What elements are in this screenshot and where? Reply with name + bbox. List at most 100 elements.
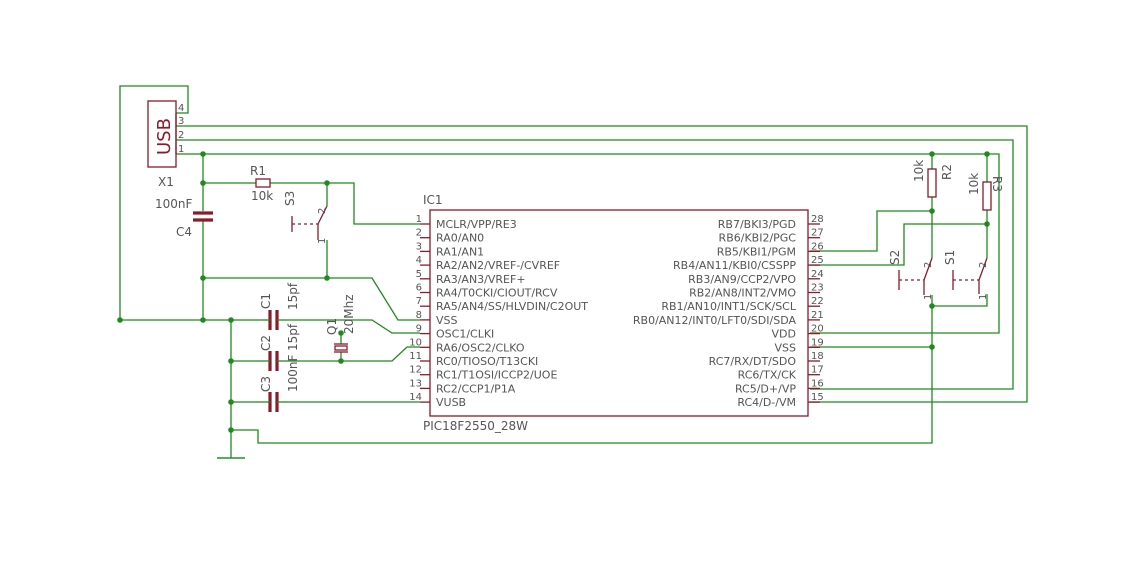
c1-ref: C1 bbox=[259, 293, 273, 309]
ic-pin-number: 21 bbox=[811, 310, 824, 321]
junction-dot bbox=[324, 180, 330, 186]
usb-label: USB bbox=[154, 118, 175, 155]
junction-dot bbox=[338, 330, 344, 336]
ic-pin-label: RB1/AN10/INT1/SCK/SCL bbox=[661, 300, 796, 313]
ic-pin-number: 20 bbox=[811, 324, 824, 335]
ic-pin-label: VUSB bbox=[436, 396, 466, 409]
ic-pin-label: RB4/AN11/KBI0/CSSPP bbox=[673, 259, 796, 272]
ic-pin-label: RA5/AN4/SS/HLVDIN/C2OUT bbox=[436, 300, 588, 313]
junction-dot bbox=[929, 208, 935, 214]
usb-pin-4: 4 bbox=[178, 103, 184, 114]
wire-rb4 bbox=[810, 223, 987, 266]
junctions bbox=[117, 151, 990, 433]
junction-dot bbox=[338, 358, 344, 364]
ic-pin-number: 1 bbox=[416, 214, 422, 225]
wire-usb-dplus bbox=[176, 139, 1014, 390]
ic-pin-label: OSC1/CLKI bbox=[436, 328, 494, 341]
junction-dot bbox=[200, 151, 206, 157]
ic-pin-number: 8 bbox=[416, 310, 422, 321]
s2-pin-2: 2 bbox=[923, 262, 934, 268]
s3-pin-1: 1 bbox=[317, 238, 328, 244]
ic-pin-label: RA4/T0CKI/CIOUT/RCV bbox=[436, 287, 558, 300]
wires bbox=[119, 85, 1028, 459]
ic-pin-number: 15 bbox=[811, 392, 824, 403]
q1-value: 20Mhz bbox=[342, 294, 356, 334]
ic-pin-number: 12 bbox=[409, 365, 422, 376]
junction-dot bbox=[200, 275, 206, 281]
ic-pin-label: RC0/TIOSO/T13CKI bbox=[436, 355, 538, 368]
ic-pin-number: 14 bbox=[409, 392, 422, 403]
ic-part-number: PIC18F2550_28W bbox=[423, 419, 528, 433]
ic-pin-number: 7 bbox=[416, 296, 422, 307]
ic-pin-number: 24 bbox=[811, 269, 824, 280]
c1-value: 15pf bbox=[286, 282, 300, 310]
ic-pin-label: RA2/AN2/VREF-/CVREF bbox=[436, 259, 560, 272]
ic-pin-label: VSS bbox=[436, 314, 458, 327]
ic-pin-label: RC1/T1OSI/ICCP2/UOE bbox=[436, 369, 557, 382]
usb-pin-1: 1 bbox=[178, 144, 184, 155]
q1-ref: Q1 bbox=[325, 318, 339, 335]
ic-pin-number: 23 bbox=[811, 283, 824, 294]
ic-pin-label: MCLR/VPP/RE3 bbox=[436, 218, 517, 231]
capacitor-c4: 100nF C4 bbox=[155, 197, 213, 239]
junction-dot bbox=[117, 317, 123, 323]
s3-ref: S3 bbox=[283, 191, 297, 206]
ic-pin-label: RB6/KBI2/PGC bbox=[719, 232, 797, 245]
ic-pin-label: RC7/RX/DT/SDO bbox=[709, 355, 797, 368]
junction-dot bbox=[929, 303, 935, 309]
s2-ref: S2 bbox=[888, 250, 902, 265]
switch-s2: S2 2 1 bbox=[888, 250, 934, 300]
switch-s1: S1 2 1 bbox=[943, 250, 989, 300]
wire-usb-dminus bbox=[176, 125, 1028, 403]
ic-pin-number: 3 bbox=[416, 241, 422, 252]
ic-pin-number: 19 bbox=[811, 337, 824, 348]
junction-dot bbox=[228, 427, 234, 433]
ic-pin-number: 11 bbox=[409, 351, 422, 362]
ic-pin-number: 27 bbox=[811, 228, 824, 239]
r1-ref: R1 bbox=[250, 164, 266, 178]
junction-dot bbox=[929, 344, 935, 350]
s3-pin-2: 2 bbox=[317, 208, 328, 214]
ic-pin-label: VDD bbox=[772, 328, 796, 341]
resistor-r2: 10k R2 bbox=[912, 160, 954, 198]
r1-value: 10k bbox=[251, 189, 273, 203]
r2-ref: R2 bbox=[940, 164, 954, 180]
junction-dot bbox=[200, 317, 206, 323]
wire-rb5 bbox=[810, 210, 932, 252]
ic-pin-number: 26 bbox=[811, 241, 824, 252]
ic-pin-label: RC2/CCP1/P1A bbox=[436, 382, 516, 395]
ic-pin-label: RB2/AN8/INT2/VMO bbox=[689, 287, 796, 300]
ic-pin-number: 17 bbox=[811, 365, 824, 376]
junction-dot bbox=[929, 151, 935, 157]
ic-pin-number: 10 bbox=[409, 337, 422, 348]
wire-r1-right bbox=[270, 182, 420, 225]
usb-connector: USB 4 3 2 1 X1 bbox=[147, 100, 184, 189]
s1-pin-2: 2 bbox=[978, 262, 989, 268]
ic-pin-number: 25 bbox=[811, 255, 824, 266]
ic-pin-number: 13 bbox=[409, 378, 422, 389]
r1-body bbox=[255, 178, 271, 188]
ic-pin-number: 2 bbox=[416, 228, 422, 239]
usb-ref: X1 bbox=[158, 175, 174, 189]
ic-pin-label: RC5/D+/VP bbox=[735, 382, 796, 395]
ic-pin-number: 16 bbox=[811, 378, 824, 389]
resistor-r3: 10k R3 bbox=[967, 173, 1004, 211]
r3-body bbox=[982, 181, 992, 211]
r3-ref: R3 bbox=[990, 176, 1004, 192]
ic-pin-number: 9 bbox=[416, 324, 422, 335]
usb-pin-3: 3 bbox=[178, 116, 184, 127]
ic-right-pins: 28RB7/BKI3/PGD27RB6/KBI2/PGC26RB5/KBI1/P… bbox=[633, 214, 824, 409]
wire-c1-right bbox=[288, 319, 420, 334]
wire-gnd-bottom bbox=[231, 306, 933, 444]
ic-pin-label: RA6/OSC2/CLKO bbox=[436, 341, 525, 354]
capacitor-c3: C3 100nF bbox=[258, 354, 300, 412]
junction-dot bbox=[984, 151, 990, 157]
ic-pin-number: 22 bbox=[811, 296, 824, 307]
c2-ref: C2 bbox=[259, 335, 273, 351]
ic-ref: IC1 bbox=[423, 193, 443, 207]
c2-value: 15pf bbox=[286, 323, 300, 351]
wire-c2-right bbox=[288, 346, 420, 362]
